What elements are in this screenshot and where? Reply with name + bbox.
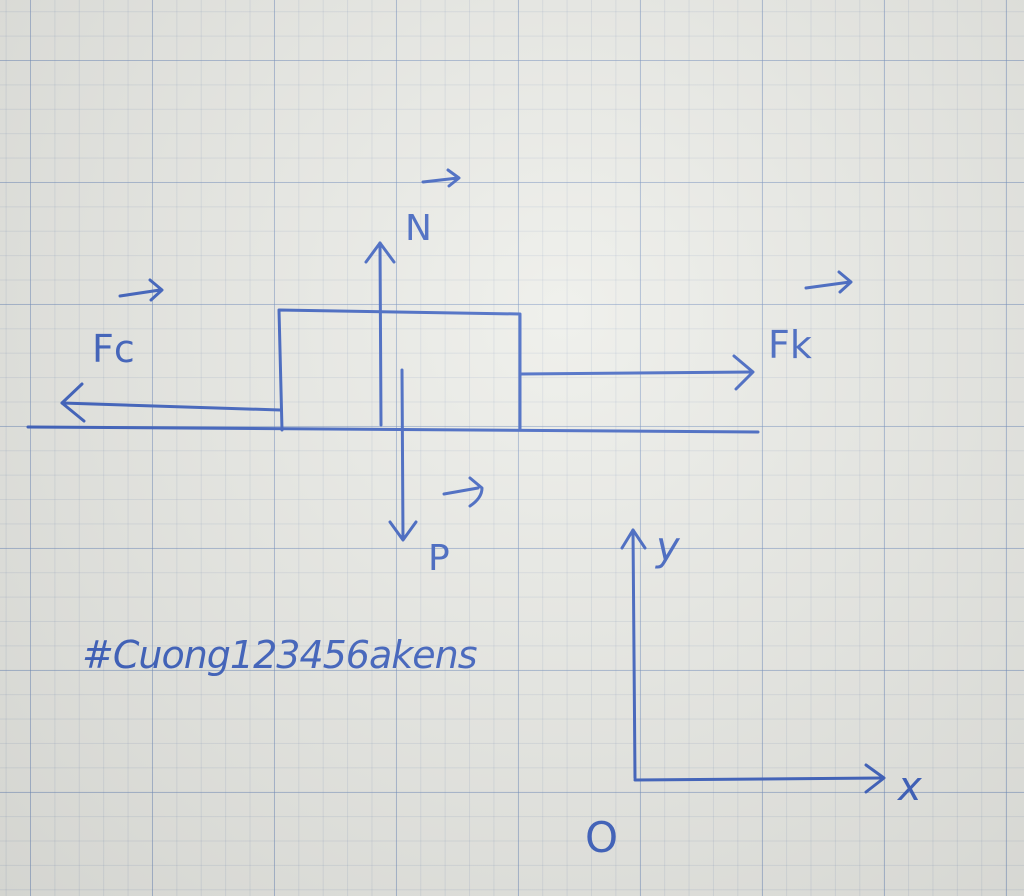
- friction-force-label-group: Fc: [92, 278, 164, 371]
- vector-arrow-icon: [421, 168, 461, 188]
- x-axis: [633, 763, 886, 794]
- block-rectangle: [277, 308, 522, 432]
- friction-force-label: Fc: [92, 327, 135, 371]
- y-axis-label: y: [655, 524, 681, 570]
- weight-label: P: [428, 538, 450, 579]
- pulling-force-label: Fk: [768, 323, 812, 367]
- vector-arrow-icon: [804, 270, 853, 294]
- ground-line: [26, 425, 760, 434]
- normal-force-label: N: [405, 208, 432, 249]
- origin-label: O: [585, 813, 618, 862]
- y-axis: [620, 528, 647, 780]
- x-axis-label: x: [896, 764, 922, 810]
- friction-force-arrow: [60, 382, 282, 423]
- pulling-force-arrow: [518, 354, 755, 391]
- normal-force-label-group: N: [405, 168, 461, 249]
- pulling-force-label-group: Fk: [768, 270, 853, 367]
- vector-arrow-icon: [118, 278, 164, 302]
- weight-label-group: P: [428, 476, 484, 579]
- vector-arrow-icon: [442, 476, 484, 508]
- watermark-text: #Cuong123456akens: [82, 633, 477, 677]
- weight-arrow: [388, 368, 418, 542]
- normal-force-arrow: [364, 241, 396, 427]
